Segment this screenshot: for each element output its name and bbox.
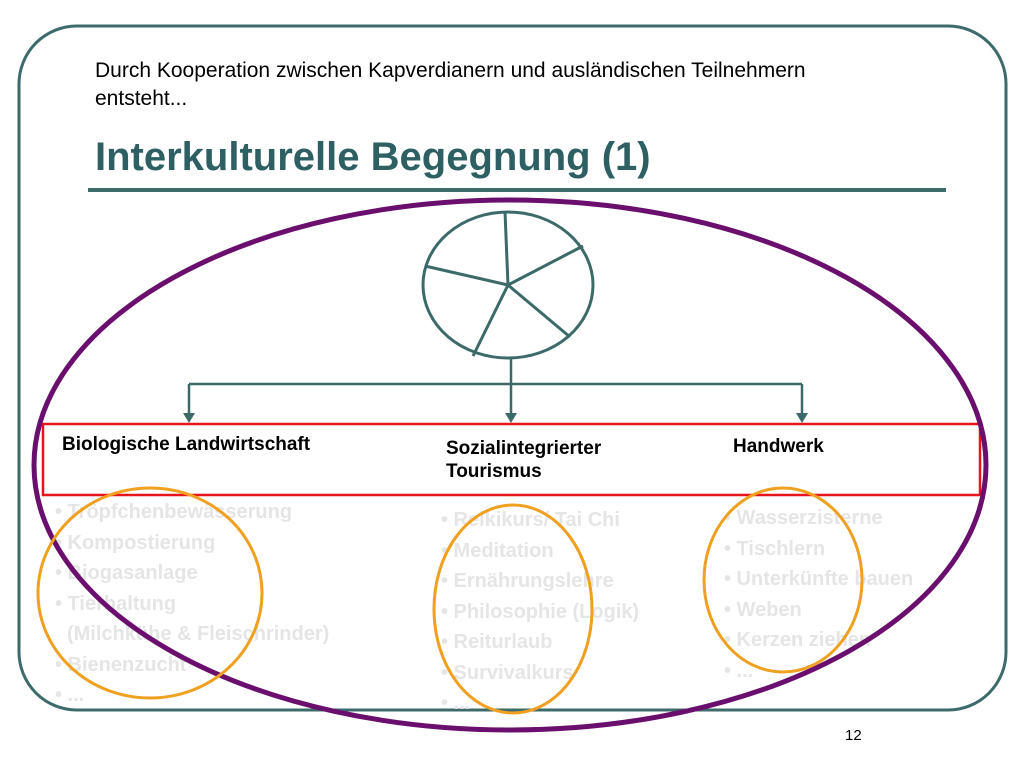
arrowhead: [796, 413, 808, 423]
list-item: • Reikikurs/ Tai Chi: [441, 509, 620, 531]
list-item: • Reiturlaub: [441, 631, 553, 653]
list-item: • ...: [724, 659, 754, 682]
category-label-landwirtschaft: Biologische Landwirtschaft: [62, 434, 311, 455]
category-box: [41, 422, 982, 497]
category-label-handwerk: Handwerk: [733, 436, 824, 457]
pie-spoke: [507, 244, 584, 287]
list-item: • Tierhaltung: [55, 592, 177, 615]
list-item: • Tröpfchenbewässerung: [55, 501, 293, 523]
list-item: • Weben: [724, 598, 802, 621]
list-item: • Biogasanlage: [55, 562, 198, 584]
list-item: • Tischlern: [724, 537, 826, 560]
big-purple-ellipse: [31, 197, 989, 733]
page-number: 12: [845, 727, 862, 744]
list-item: • Philosophie (Logik): [441, 600, 640, 623]
slide-frame: [17, 24, 1008, 712]
list-item: • ...: [441, 692, 471, 714]
pie-spoke: [471, 284, 510, 357]
slide-title: Interkulturelle Begegnung (1): [95, 135, 651, 179]
list-item: • Survivalkurs: [441, 661, 574, 684]
pie-spoke: [507, 283, 571, 339]
arrowhead: [505, 413, 517, 423]
list-item: • Unterkünfte bauen: [724, 568, 914, 590]
pie-spoke: [424, 264, 509, 287]
slide-subtitle: Durch Kooperation zwischen Kapverdianern…: [95, 59, 806, 110]
list-item: • Kerzen ziehen: [724, 629, 872, 651]
item-list-tourismus: • Reikikurs/ Tai Chi • Meditation • Ernä…: [441, 505, 639, 719]
list-item: • Meditation: [441, 539, 554, 562]
pie-diagram: [421, 210, 595, 360]
orange-ellipse-tourismus: [432, 503, 594, 715]
category-label-tourismus: Sozialintegrierter Tourismus: [446, 438, 602, 482]
connector-arrows: [183, 357, 808, 423]
orange-ellipse-landwirtschaft: [36, 486, 264, 700]
list-item: • Wasserzisterne: [724, 507, 883, 529]
list-item: • Kompostierung: [55, 531, 216, 554]
pie-circle: [421, 210, 595, 360]
item-list-handwerk: • Wasserzisterne • Tischlern • Unterkünf…: [724, 503, 913, 686]
arrowhead: [183, 413, 195, 423]
orange-ellipse-handwerk: [702, 486, 864, 674]
pie-spoke: [503, 211, 510, 286]
list-item: • Ernährungslehre: [441, 570, 614, 592]
list-item: • ...: [55, 684, 85, 706]
list-item: • Bienenzucht: [55, 653, 187, 676]
